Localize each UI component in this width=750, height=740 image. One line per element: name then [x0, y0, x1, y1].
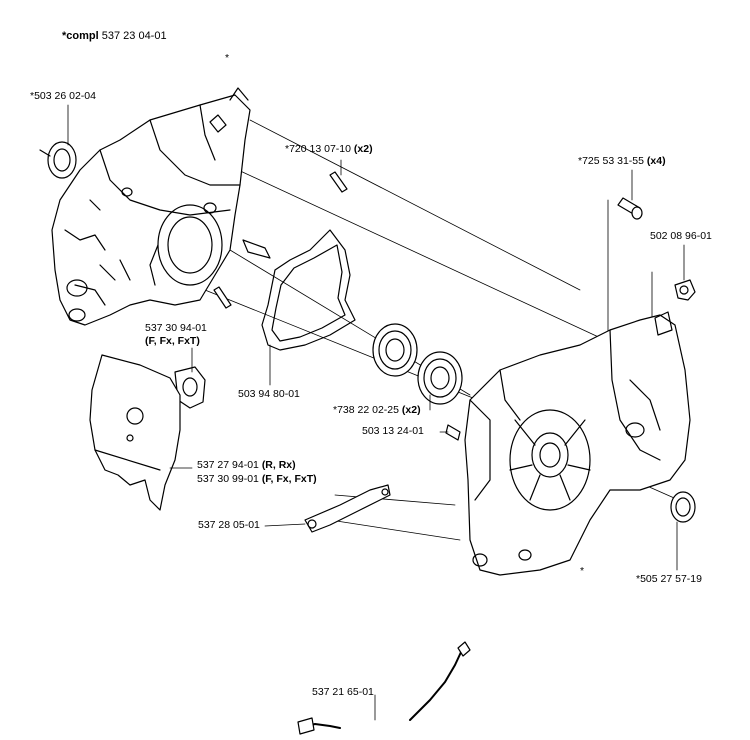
star-mark-bottom: *: [580, 565, 585, 577]
seal-right-part: [670, 491, 696, 523]
bracket-part: [304, 484, 391, 533]
screw-part: [617, 197, 643, 220]
label-cable: 537 21 65-01: [312, 686, 374, 698]
label-pin: *720 13 07-10 (x2): [285, 143, 373, 155]
label-insulator: 537 30 94-01 (F, Fx, FxT): [145, 322, 207, 347]
star-mark-top: *: [225, 52, 230, 64]
cover-plate-part: [89, 354, 181, 511]
label-plate-a: 537 27 94-01 (R, Rx): [197, 459, 296, 471]
nut-part: [674, 279, 696, 301]
plug-part: [445, 424, 461, 441]
leader-lines: [67, 104, 685, 721]
insulator-part: [174, 366, 206, 409]
cable-part: [297, 641, 471, 735]
right-crankcase-half: [464, 311, 691, 576]
left-crankcase-half: [51, 87, 271, 326]
seal-left-part: [39, 141, 77, 179]
assembly-axis-lines: [194, 119, 691, 541]
assembly-title: *compl 537 23 04-01: [62, 30, 167, 42]
label-bracket: 537 28 05-01: [198, 519, 260, 531]
label-bearing: *738 22 02-25 (x2): [333, 404, 421, 416]
label-seal-left: *503 26 02-04: [30, 90, 96, 102]
gasket-part: [261, 229, 356, 351]
bearing-part: [372, 323, 463, 405]
label-plug: 503 13 24-01: [362, 425, 424, 437]
label-plate-b: 537 30 99-01 (F, Fx, FxT): [197, 473, 317, 485]
label-seal-right: *505 27 57-19: [636, 573, 702, 585]
pin-part: [213, 171, 348, 309]
label-screw: *725 53 31-55 (x4): [578, 155, 666, 167]
label-gasket: 503 94 80-01: [238, 388, 300, 400]
label-nut: 502 08 96-01: [650, 230, 712, 242]
